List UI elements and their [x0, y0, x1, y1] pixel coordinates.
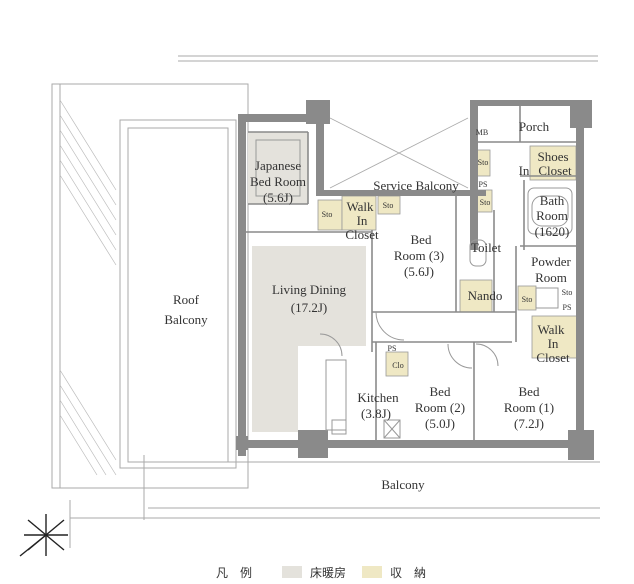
ps-label-2: PS: [563, 303, 572, 312]
legend-storage-label: 収 納: [390, 566, 426, 580]
storage-areas: [317, 145, 579, 377]
ps-label-3: PS: [388, 344, 397, 353]
walk-in-closet-2-label-1: Walk: [537, 322, 565, 337]
legend-floor-heating-label: 床暖房: [310, 565, 346, 580]
shoes-closet-label-1: Shoes: [537, 149, 568, 164]
walls: [236, 100, 594, 460]
interior-walls: [246, 106, 576, 440]
roof-balcony-label-1: Roof: [173, 292, 200, 307]
shoes-closet-label-2: Closet: [538, 163, 572, 178]
floor-heating-jbr: [248, 132, 308, 204]
ps-label-1: PS: [479, 180, 488, 189]
roof-balcony-label-2: Balcony: [164, 312, 208, 327]
mb-label: MB: [476, 128, 488, 137]
sto-label-4: Sto: [383, 201, 394, 210]
walk-in-closet-2-label-2: In: [548, 336, 559, 351]
porch-label: Porch: [519, 119, 550, 134]
balcony-label: Balcony: [381, 477, 425, 492]
bed-room-1-label-2: Room (1): [504, 400, 554, 415]
sto-label-6: Sto: [562, 288, 573, 297]
legend-swatch-floor-heating: [282, 566, 302, 578]
bed-room-1-label-3: (7.2J): [514, 416, 544, 431]
room-labels: Porch Shoes Closet MB Sto PS Sto In Japa…: [164, 119, 572, 492]
japanese-bed-room-label-2: Bed Room: [250, 174, 306, 189]
japanese-bed-room-label-3: (5.6J): [263, 190, 293, 205]
powder-room-label-2: Room: [535, 270, 567, 285]
bed-room-2-label-3: (5.0J): [425, 416, 455, 431]
sto-label-2: Sto: [480, 198, 491, 207]
kitchen-label-1: Kitchen: [357, 390, 399, 405]
clo-label: Clo: [392, 361, 404, 370]
legend-title: 凡 例: [216, 566, 252, 580]
kitchen-label-2: (3.8J): [361, 406, 391, 421]
walk-in-closet-2-label-3: Closet: [536, 350, 570, 365]
roof-balcony-hatching: [59, 99, 117, 476]
bed-room-3-label-1: Bed: [411, 232, 432, 247]
in-label: In: [519, 163, 530, 178]
bed-room-1-label-1: Bed: [519, 384, 540, 399]
bath-room-label-1: Bath: [540, 193, 565, 208]
nando-label: Nando: [468, 288, 503, 303]
fixtures: [255, 139, 573, 439]
sto-label-entry: Sto: [478, 158, 489, 167]
service-balcony-label: Service Balcony: [373, 178, 459, 193]
bath-room-label-3: (1620): [535, 224, 570, 239]
bed-room-2-label-1: Bed: [430, 384, 451, 399]
legend-swatch-storage: [362, 566, 382, 578]
sto-label-3: Sto: [322, 210, 333, 219]
walk-in-closet-1-label-3: Closet: [345, 227, 379, 242]
outline-lines: [51, 55, 600, 548]
compass-icon: [19, 514, 68, 557]
bed-room-3-label-3: (5.6J): [404, 264, 434, 279]
bed-room-3-label-2: Room (3): [394, 248, 444, 263]
living-dining-label-2: (17.2J): [291, 300, 327, 315]
service-balcony-cross: [329, 117, 469, 189]
toilet-label: Toilet: [471, 240, 502, 255]
walk-in-closet-1-label-2: In: [357, 213, 368, 228]
walk-in-closet-1-label-1: Walk: [346, 199, 374, 214]
sto-label-5: Sto: [522, 295, 533, 304]
japanese-bed-room-label-1: Japanese: [255, 158, 301, 173]
powder-room-label-1: Powder: [531, 254, 571, 269]
living-dining-label-1: Living Dining: [272, 282, 347, 297]
bed-room-2-label-2: Room (2): [415, 400, 465, 415]
legend: 凡 例 床暖房 収 納: [216, 565, 426, 580]
floor-heating-area: [252, 246, 366, 432]
bath-room-label-2: Room: [536, 208, 568, 223]
